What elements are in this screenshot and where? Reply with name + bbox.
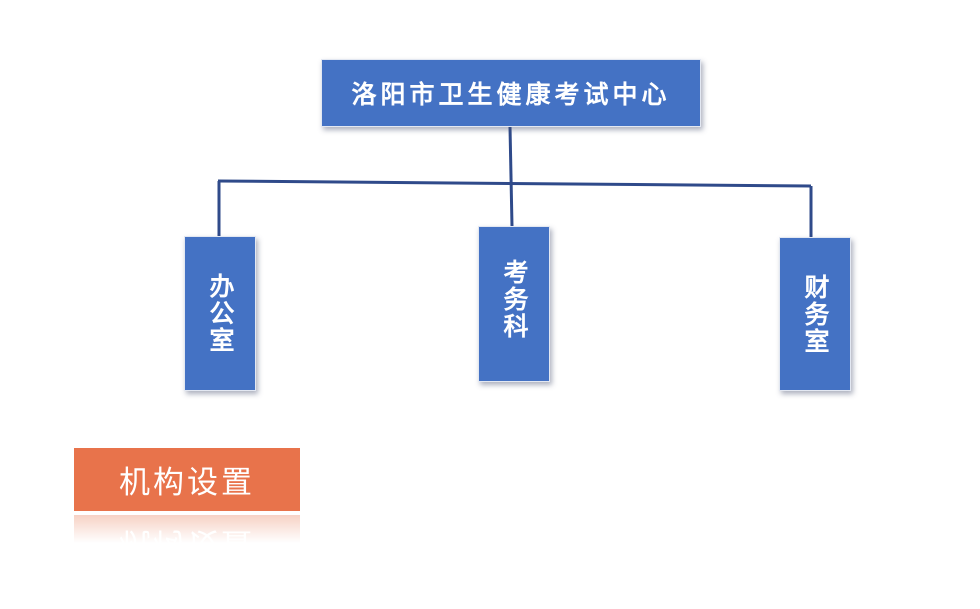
- org-root-node: 洛阳市卫生健康考试中心: [321, 59, 701, 127]
- connector-horizontal-bar: [217, 179, 812, 188]
- section-title-reflection-inner: 机构设置: [74, 515, 300, 543]
- section-title-reflection: 机构设置: [74, 515, 300, 543]
- org-node-exam-affairs-label: 考务科: [500, 258, 529, 340]
- connector-root-down: [508, 126, 514, 227]
- section-title-block: 机构设置 机构设置: [74, 448, 300, 543]
- org-node-finance: 财务室: [779, 237, 851, 391]
- org-node-finance-label: 财务室: [801, 273, 830, 355]
- org-node-office: 办公室: [184, 236, 256, 391]
- section-title-tab: 机构设置: [74, 448, 300, 511]
- org-node-office-label: 办公室: [206, 273, 235, 354]
- org-node-exam-affairs: 考务科: [478, 226, 550, 382]
- section-title-reflection-label: 机构设置: [119, 525, 255, 543]
- org-root-label: 洛阳市卫生健康考试中心: [351, 80, 671, 109]
- section-title-label: 机构设置: [119, 465, 255, 501]
